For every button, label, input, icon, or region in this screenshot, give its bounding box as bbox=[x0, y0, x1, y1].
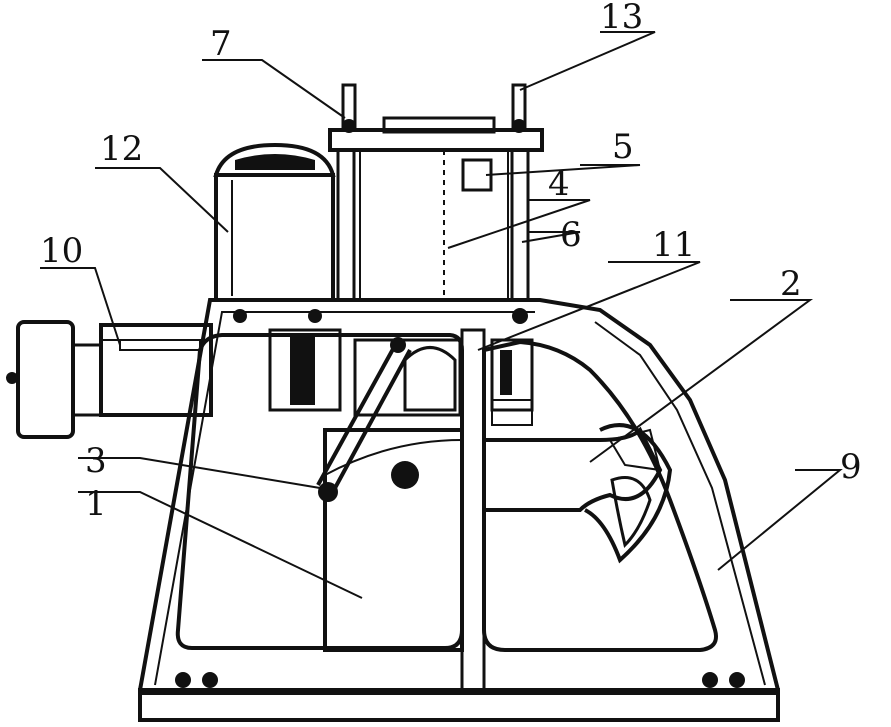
label-5: 5 bbox=[612, 127, 634, 167]
label-6: 6 bbox=[560, 215, 582, 255]
base-plate bbox=[138, 672, 780, 722]
lever-2 bbox=[484, 423, 673, 564]
label-13: 13 bbox=[600, 0, 643, 37]
label-2: 2 bbox=[780, 264, 802, 304]
label-10: 10 bbox=[40, 231, 83, 271]
label-11: 11 bbox=[652, 225, 695, 265]
label-12: 12 bbox=[100, 129, 143, 169]
motor-10 bbox=[6, 320, 213, 439]
motor-12 bbox=[213, 142, 336, 302]
label-1: 1 bbox=[85, 484, 107, 524]
column-assembly bbox=[328, 83, 544, 302]
part-labels: 7 13 12 5 4 6 10 11 2 3 1 9 bbox=[40, 0, 862, 524]
label-4: 4 bbox=[548, 164, 570, 204]
label-7: 7 bbox=[210, 24, 232, 64]
label-9: 9 bbox=[840, 447, 862, 487]
internal-mechanism bbox=[268, 328, 534, 652]
label-3: 3 bbox=[85, 441, 107, 481]
leader-lines bbox=[40, 31, 843, 599]
